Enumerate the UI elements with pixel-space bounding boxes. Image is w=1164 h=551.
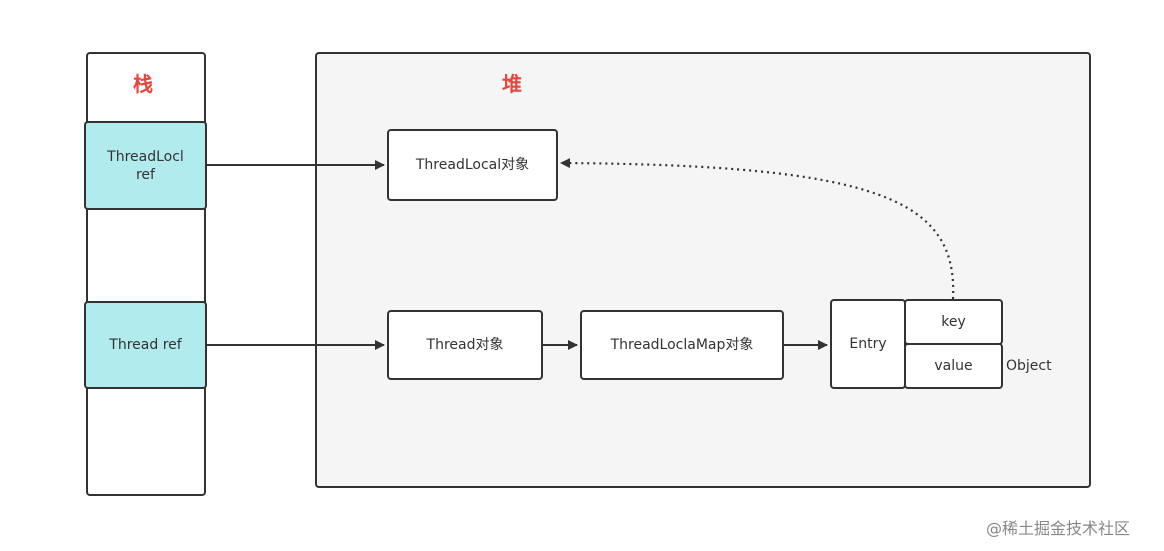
stack-title: 栈 <box>133 72 153 96</box>
heap-title: 堆 <box>502 72 522 96</box>
entry-box: Entry <box>830 299 906 389</box>
thread-ref-cell: Thread ref <box>84 301 207 389</box>
threadlocal-ref-cell: ThreadLocl ref <box>84 121 207 210</box>
value-label: value <box>934 358 973 374</box>
thread-ref-label: Thread ref <box>109 337 182 353</box>
threadlocal-ref-label: ThreadLocl ref <box>107 148 184 183</box>
key-label: key <box>941 314 966 330</box>
thread-object-label: Thread对象 <box>426 337 504 353</box>
object-label: Object <box>1006 358 1052 374</box>
heap-panel <box>315 52 1091 488</box>
threadlocalmap-object-box: ThreadLoclaMap对象 <box>580 310 784 380</box>
threadlocal-object-box: ThreadLocal对象 <box>387 129 558 201</box>
entry-label: Entry <box>849 336 887 352</box>
threadlocal-object-label: ThreadLocal对象 <box>415 157 530 173</box>
value-box: value <box>904 343 1003 389</box>
thread-object-box: Thread对象 <box>387 310 543 380</box>
threadlocalmap-object-label: ThreadLoclaMap对象 <box>610 337 754 353</box>
key-weak-reference-arrow <box>560 158 955 300</box>
watermark: @稀土掘金技术社区 <box>986 519 1131 538</box>
